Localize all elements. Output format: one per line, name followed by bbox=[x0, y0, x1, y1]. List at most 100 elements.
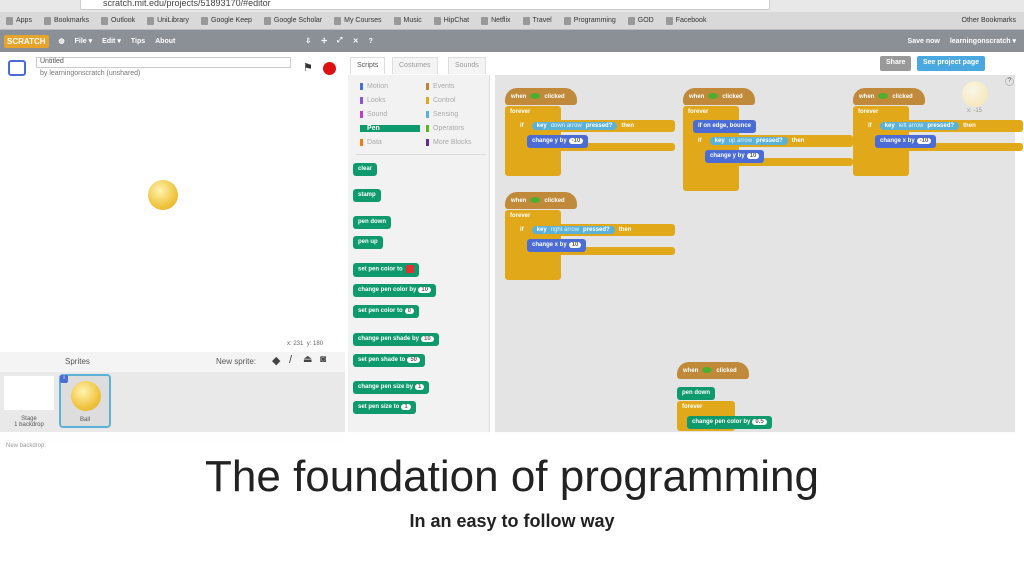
tab-scripts[interactable]: Scripts bbox=[350, 57, 386, 74]
url-input[interactable]: scratch.mit.edu/projects/51893170/#edito… bbox=[80, 0, 770, 10]
project-title-input[interactable]: Untitled bbox=[36, 57, 291, 68]
block-input[interactable]: -10 bbox=[916, 138, 932, 144]
grow-icon[interactable]: ⤢ bbox=[337, 37, 343, 44]
key-dropdown[interactable]: right arrow bbox=[550, 227, 580, 233]
see-project-page-button[interactable]: See project page bbox=[917, 56, 986, 71]
shrink-icon[interactable]: ✕ bbox=[352, 38, 359, 45]
block-input[interactable]: 1 bbox=[415, 384, 425, 390]
green-flag-icon[interactable]: ⚑ bbox=[303, 62, 313, 74]
scratch-logo[interactable]: SCRATCH bbox=[4, 34, 49, 48]
choose-sprite-icon[interactable]: ◆ bbox=[272, 355, 281, 367]
stage-thumbnail[interactable] bbox=[4, 376, 54, 410]
block-input[interactable]: 0 bbox=[404, 308, 415, 314]
stage-canvas[interactable] bbox=[2, 83, 345, 345]
bookmark-item[interactable]: My Courses bbox=[334, 16, 382, 25]
bookmark-item[interactable]: Travel bbox=[522, 16, 552, 25]
motion-block[interactable]: change y by-10 bbox=[527, 135, 589, 148]
key-dropdown[interactable]: up arrow bbox=[728, 138, 753, 144]
palette-block[interactable]: pen up bbox=[353, 236, 383, 249]
key-dropdown[interactable]: left arrow bbox=[898, 123, 924, 129]
info-icon[interactable]: i bbox=[60, 375, 68, 383]
camera-icon[interactable]: ◙ bbox=[320, 354, 327, 365]
bookmark-item[interactable]: Music bbox=[393, 16, 422, 25]
upload-icon[interactable]: ⏏ bbox=[303, 354, 313, 365]
bookmark-item[interactable]: Programming bbox=[563, 16, 616, 25]
block-input[interactable]: -10 bbox=[568, 138, 584, 144]
category-data[interactable]: Data bbox=[360, 139, 420, 146]
bookmark-item[interactable]: Bookmarks bbox=[43, 16, 89, 25]
block-input[interactable]: 10 bbox=[746, 153, 760, 159]
category-operators[interactable]: Operators bbox=[426, 125, 486, 132]
user-menu[interactable]: learningonscratch ▾ bbox=[949, 38, 1016, 45]
tab-costumes[interactable]: Costumes bbox=[392, 57, 438, 74]
stage-mode-icon[interactable] bbox=[8, 60, 26, 76]
tab-sounds[interactable]: Sounds bbox=[448, 57, 486, 74]
color-swatch[interactable] bbox=[405, 265, 414, 273]
category-control[interactable]: Control bbox=[426, 97, 486, 104]
bookmark-item[interactable]: HipChat bbox=[433, 16, 469, 25]
bookmark-item[interactable]: Google Scholar bbox=[263, 16, 322, 25]
category-sound[interactable]: Sound bbox=[360, 111, 420, 118]
block-input[interactable]: 10 bbox=[421, 336, 434, 342]
bookmark-item[interactable]: Netflix bbox=[481, 16, 511, 25]
bookmark-item[interactable]: Apps bbox=[6, 16, 32, 25]
menu-edit[interactable]: Edit ▾ bbox=[102, 38, 121, 45]
category-events[interactable]: Events bbox=[426, 83, 486, 90]
forever-block[interactable]: forever bbox=[683, 106, 739, 191]
sprite-tile-ball[interactable]: i Ball bbox=[59, 374, 111, 428]
category-pen[interactable]: Pen bbox=[360, 125, 420, 132]
category-looks[interactable]: Looks bbox=[360, 97, 420, 104]
bookmark-item[interactable]: UniLibrary bbox=[147, 16, 189, 25]
block-input[interactable]: 0.5 bbox=[752, 419, 767, 425]
cut-icon[interactable]: ✢ bbox=[321, 38, 328, 45]
duplicate-icon[interactable]: ⇩ bbox=[305, 38, 312, 45]
bookmark-item[interactable]: Outlook bbox=[100, 16, 135, 25]
key-dropdown[interactable]: down arrow bbox=[550, 123, 582, 129]
bookmark-item[interactable]: Facebook bbox=[665, 16, 706, 25]
category-motion[interactable]: Motion bbox=[360, 83, 420, 90]
help-icon[interactable]: ? bbox=[368, 37, 373, 45]
bookmark-item-other[interactable]: Other Bookmarks bbox=[961, 17, 1016, 24]
block-input[interactable]: 50 bbox=[407, 357, 421, 363]
save-now-link[interactable]: Save now bbox=[907, 37, 940, 45]
category-more-blocks[interactable]: More Blocks bbox=[426, 139, 486, 146]
palette-block[interactable]: set pen color to bbox=[353, 263, 419, 277]
pen-down-block[interactable]: pen down bbox=[677, 387, 715, 400]
palette-block[interactable]: clear bbox=[353, 163, 378, 176]
globe-icon[interactable]: ◍ bbox=[58, 38, 65, 45]
menu-about[interactable]: About bbox=[155, 37, 176, 45]
stop-icon[interactable] bbox=[323, 62, 336, 75]
palette-block[interactable]: stamp bbox=[353, 189, 381, 202]
bookmark-item[interactable]: Google Keep bbox=[201, 16, 252, 25]
bookmark-item[interactable]: GOD bbox=[627, 16, 654, 25]
paint-icon[interactable]: / bbox=[289, 354, 293, 366]
help-icon[interactable]: ? bbox=[1005, 77, 1014, 86]
block-input[interactable]: 10 bbox=[418, 287, 432, 293]
if-on-edge-bounce-block[interactable]: if on edge, bounce bbox=[693, 120, 757, 133]
share-button[interactable]: Share bbox=[880, 56, 912, 71]
menu-file[interactable]: File ▾ bbox=[74, 38, 93, 45]
menu-tips[interactable]: Tips bbox=[130, 37, 146, 45]
block-input[interactable]: 10 bbox=[568, 242, 582, 248]
